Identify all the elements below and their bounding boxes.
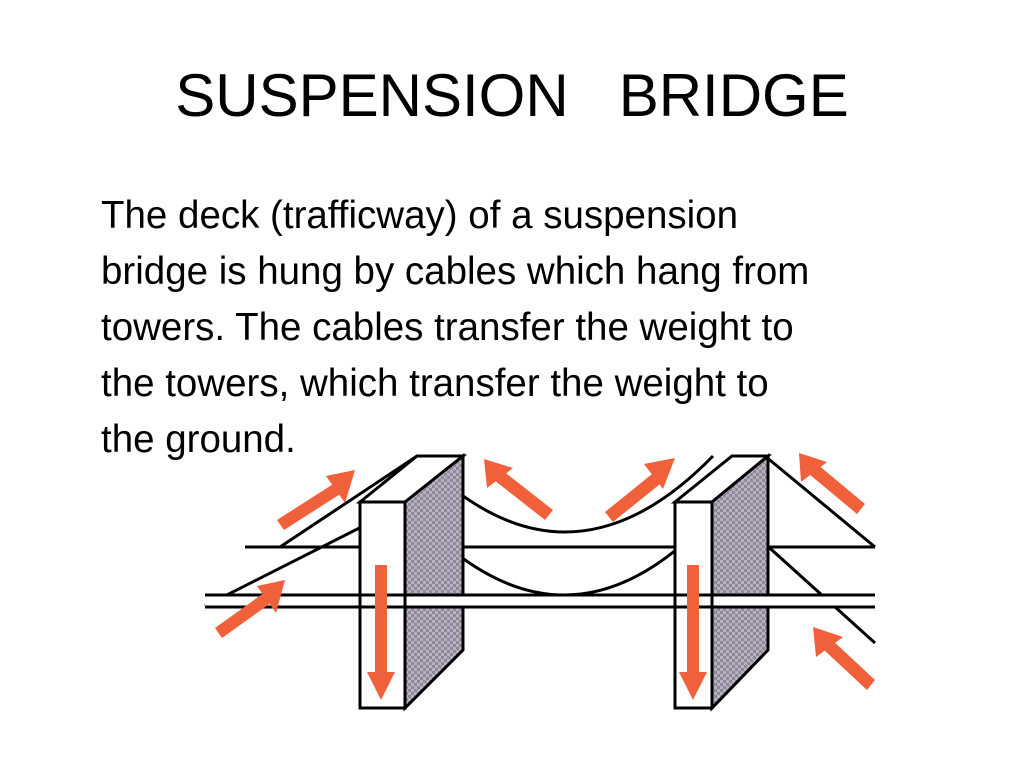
tower-right-front [673,500,714,710]
arrow-up-left-backstay [277,470,355,530]
arrow-down-left-tower [367,565,395,700]
slide-body: The deck (trafficway) of a suspension br… [101,188,961,468]
suspension-bridge-diagram [204,452,877,712]
arrow-up-left-center [484,459,553,520]
arrow-up-right-center [605,458,675,522]
arrow-down-left-ground [215,580,285,638]
arrow-down-right-tower [679,565,707,700]
arrow-up-right-backstay [799,453,865,514]
backstay-cable-right [764,454,876,549]
body-line: towers. The cables transfer the weight t… [101,306,794,349]
deck-near [205,593,875,609]
slide-title: SUSPENSION BRIDGE [175,62,849,129]
arrow-down-right-ground [813,627,875,690]
tower-left-front [358,500,407,710]
backstay-cable-left [279,454,418,549]
body-line: bridge is hung by cables which hang from [101,250,810,293]
body-line: the ground. [101,418,296,461]
body-line: The deck (trafficway) of a suspension [101,194,738,237]
body-line: the towers, which transfer the weight to [101,362,769,405]
